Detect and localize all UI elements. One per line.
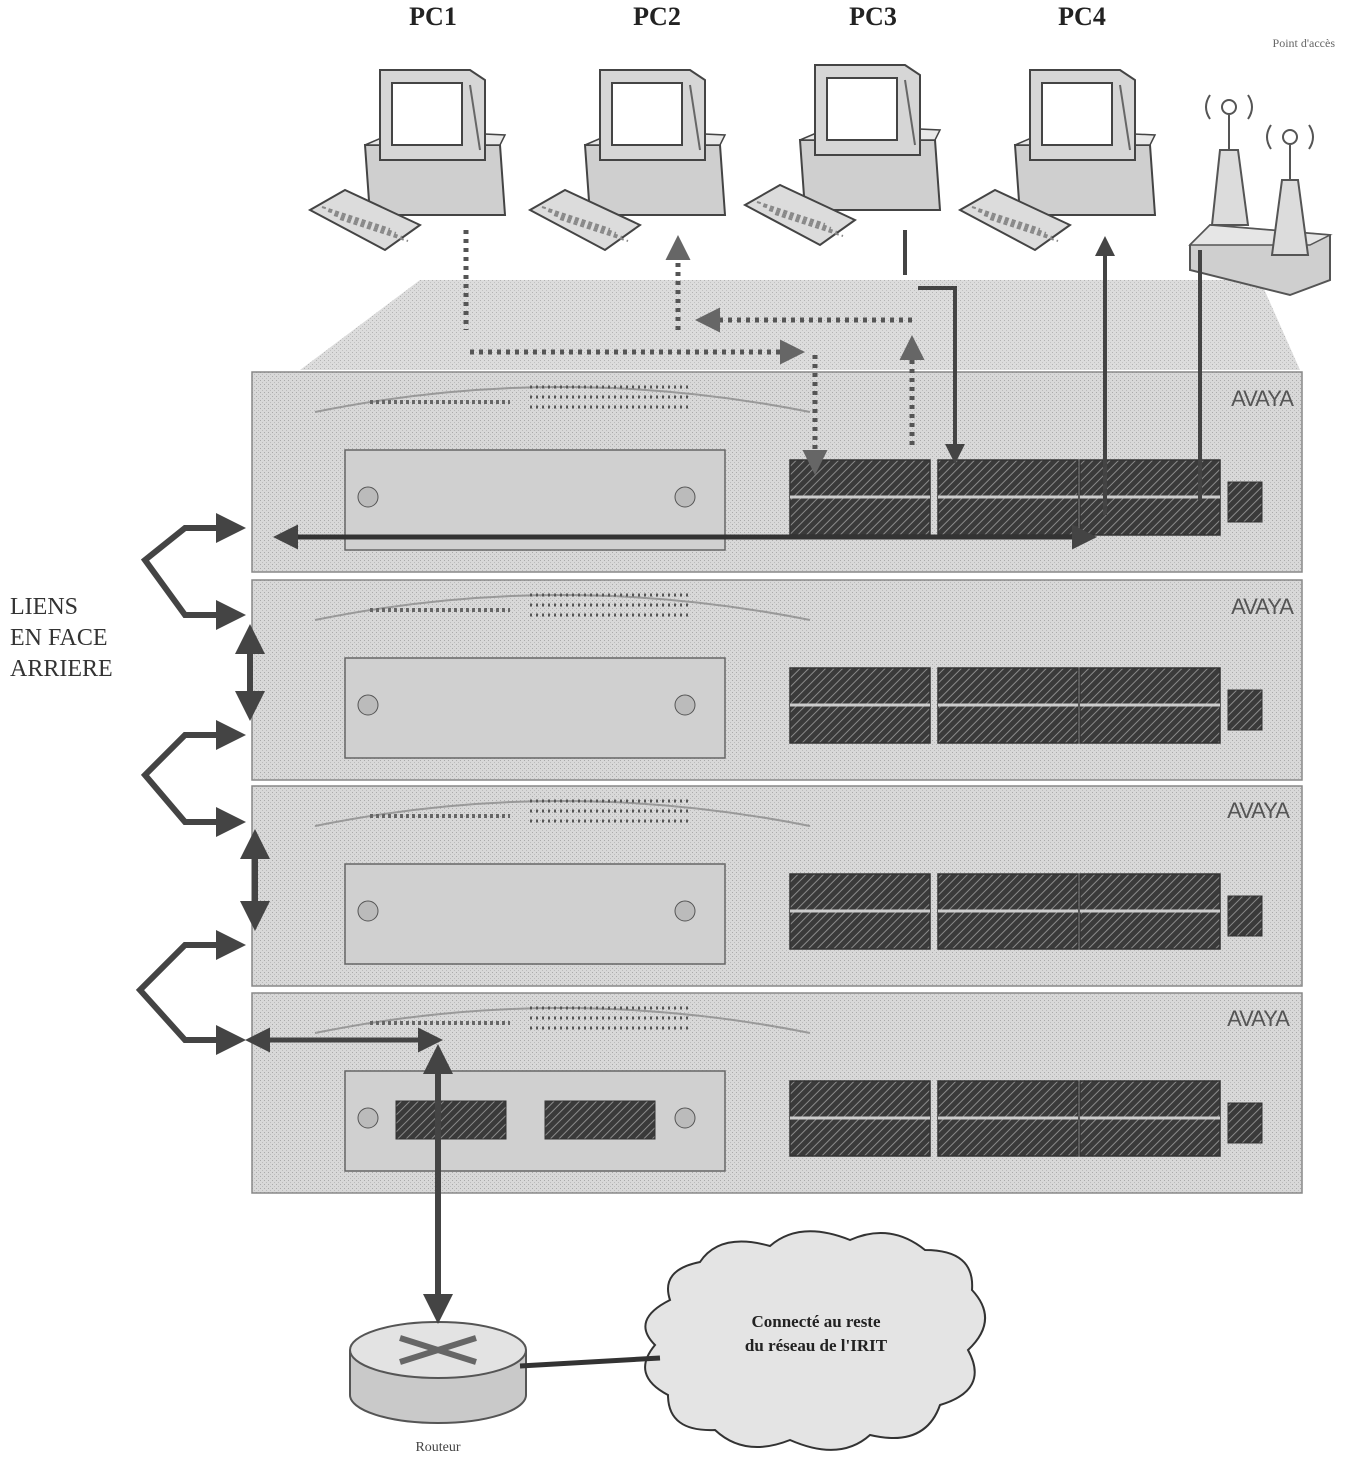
pc-3-icon (745, 65, 940, 245)
switch-1 (252, 372, 1302, 572)
access-point-label: Point d'accès (1273, 36, 1335, 51)
access-point-icon (1190, 95, 1330, 295)
switch-4 (252, 993, 1302, 1193)
switch-2 (252, 580, 1302, 780)
cloud-line-2: du réseau de l'IRIT (716, 1334, 916, 1358)
pc-4-icon (960, 70, 1155, 250)
pc3-label: PC3 (849, 2, 897, 32)
switch-1-brand: AVAYA (1231, 386, 1293, 412)
router-icon (350, 1322, 526, 1423)
back-links-line-2: EN FACE (10, 623, 113, 654)
switch-3 (252, 786, 1302, 986)
back-link-5 (140, 945, 240, 1040)
pc4-label: PC4 (1058, 2, 1106, 32)
switch-stack (252, 372, 1302, 1193)
pc-2-icon (530, 70, 725, 250)
switch-4-brand: AVAYA (1227, 1006, 1289, 1032)
pc1-label: PC1 (409, 2, 457, 32)
pc-group (310, 65, 1155, 250)
back-links-group (140, 528, 255, 1040)
pc-1-icon (310, 70, 505, 250)
back-link-3 (145, 735, 240, 822)
rack-top-surface (300, 280, 1300, 370)
cloud-label: Connecté au reste du réseau de l'IRIT (716, 1310, 916, 1358)
router-cloud-link (520, 1358, 660, 1366)
back-link-1 (145, 528, 240, 615)
back-links-label: LIENS EN FACE ARRIERE (10, 592, 113, 685)
back-links-line-3: ARRIERE (10, 654, 113, 685)
pc2-label: PC2 (633, 2, 681, 32)
cloud-line-1: Connecté au reste (716, 1310, 916, 1334)
switch-2-brand: AVAYA (1231, 594, 1293, 620)
switch-3-brand: AVAYA (1227, 798, 1289, 824)
router-label: Routeur (415, 1440, 460, 1456)
back-links-line-1: LIENS (10, 592, 113, 623)
